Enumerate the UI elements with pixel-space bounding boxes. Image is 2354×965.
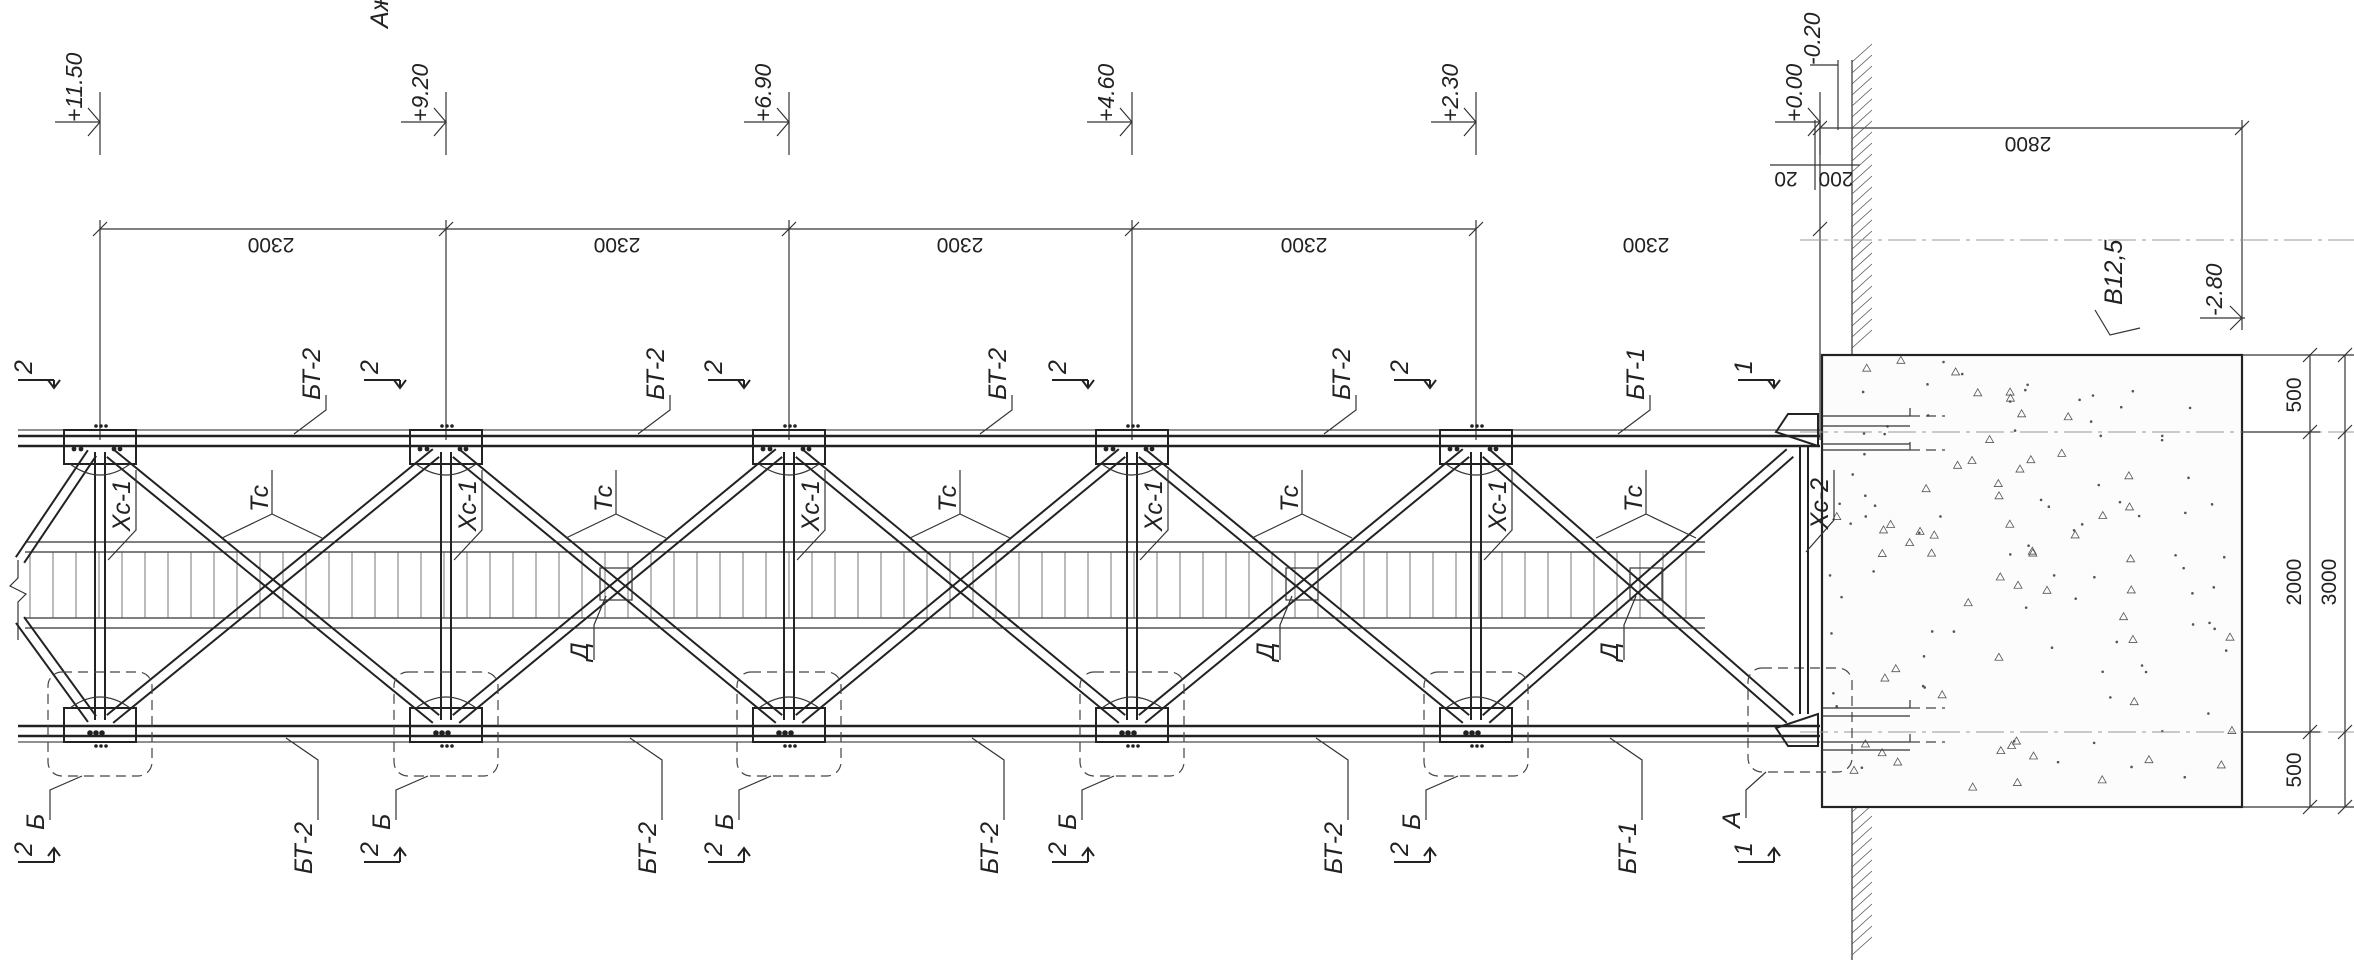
post-label-1: Хс-1 [454,480,482,532]
dim-offset-b: 20 [1774,167,1797,190]
level-mark-7: -2.80 [2201,263,2227,316]
post-label-3: Хс-1 [1140,480,1168,532]
section-bottom-1: 2 [356,842,384,857]
chord-top-label-0: БТ-2 [298,348,326,400]
level-marks: +11.50 +9.20 +6.90 +4.60 +2.30 +0.00-0.20 -2.8… [55,12,2245,331]
level-mark-5: +0.00 [1781,64,1807,122]
tie-label-2: Тс [934,485,962,512]
foundation-block: В12,5 [1800,239,2354,809]
foundation-dimension-chain: 500 2000 500 3000 [2242,347,2354,815]
truss [8,413,1853,777]
panel-dimension-chain: 2300 2300 2300 2300 2300 [92,120,2250,440]
node-callout-1: Б [368,814,396,830]
ground-hatching [1851,43,1873,960]
chord-bottom-label-0: БТ-2 [290,822,318,874]
post-end-label: Хс-2 [1806,478,1834,531]
chord-top-label-1: БТ-2 [642,348,670,400]
node-callout-2: Б [711,814,739,830]
chord-top-label-4: БТ-1 [1622,348,1650,400]
dim-panel-1: 2300 [248,233,295,256]
node-callout-support: А [1718,811,1746,830]
section-bottom-0: 2 [10,842,38,857]
section-top-4: 2 [1386,360,1414,375]
section-top-3: 2 [1044,360,1072,375]
chord-bottom-label-3: БТ-2 [1320,822,1348,874]
node-callout-4: Б [1398,814,1426,830]
section-bottom-5: 1 [1730,842,1758,856]
section-bottom-2: 2 [700,842,728,857]
dim-panel-4: 2300 [1281,233,1328,256]
section-top-2: 2 [700,360,728,375]
level-mark-2: +6.90 [750,64,776,122]
tie-label-1: Тс [590,485,618,512]
level-mark-0: +11.50 [61,53,87,122]
post-label-4: Хс-1 [1484,480,1512,532]
chord-top-label-3: БТ-2 [1328,348,1356,400]
dim-panel-2: 2300 [594,233,641,256]
section-bottom-4: 2 [1386,842,1414,857]
diaphragm-label-1: Д [1252,642,1280,663]
level-mark-4: +2.30 [1437,64,1463,122]
dim-total: 2800 [2005,132,2052,155]
level-mark-6: -0.20 [1799,12,1825,65]
section-bottom-3: 2 [1044,842,1072,857]
dim-foundation-top: 500 [2283,377,2306,412]
ground-dimension-chain: 2800 200 20 [1770,120,2243,330]
dim-offset-a: 200 [1818,167,1853,190]
post-label-0: Хс-1 [108,480,136,532]
diaphragm-label-2: Д [1596,642,1624,663]
node-callout-3: Б [1054,814,1082,830]
dim-panel-5: 2300 [1623,233,1670,256]
dim-foundation-mid: 2000 [2283,559,2306,606]
tie-label-3: Тс [1276,485,1304,512]
chord-top-label-2: БТ-2 [984,348,1012,400]
chord-bottom-label-4: БТ-1 [1614,822,1642,874]
dim-foundation-bottom: 500 [2283,752,2306,787]
section-marks: 2 2 2 2 2 2 2 2 2 2 1 1 [10,360,1781,863]
diaphragm-label-0: Д [566,642,594,663]
level-mark-1: +9.20 [407,64,433,122]
section-top-1: 2 [356,360,384,375]
section-top-0: 2 [10,360,38,375]
dim-foundation-total: 3000 [2318,559,2341,606]
node-callout-0: Б [22,814,50,830]
member-labels: БТ-2БТ-2БТ-2БТ-2БТ-2БТ-2БТ-2БТ-2БТ-1БТ-1… [107,348,1835,874]
section-top-5: 1 [1730,360,1758,374]
chord-bottom-label-1: БТ-2 [634,822,662,874]
chord-bottom-label-2: БТ-2 [976,822,1004,874]
tie-label-0: Тс [246,485,274,512]
dim-panel-3: 2300 [937,233,984,256]
post-label-2: Хс-1 [797,480,825,532]
level-mark-3: +4.60 [1093,64,1119,122]
tie-label-4: Тс [1620,485,1648,512]
sheet-corner-text: Аж [366,0,394,30]
concrete-class-label: В12,5 [2100,240,2128,305]
